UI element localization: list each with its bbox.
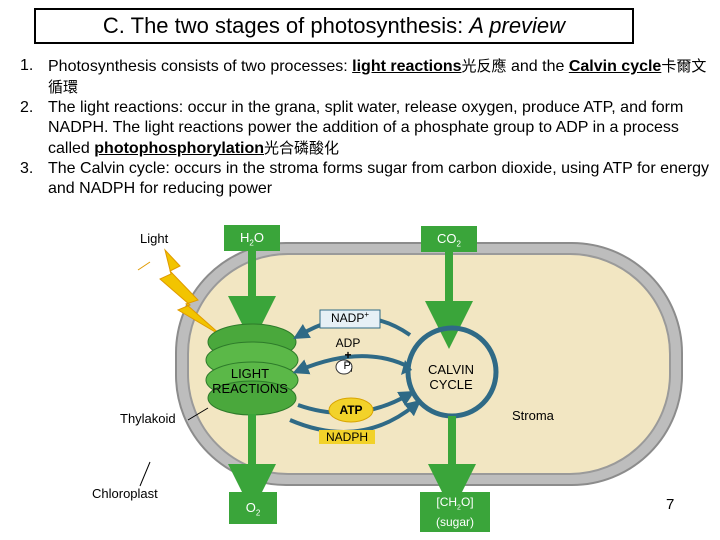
- h2o-label: H2O: [226, 230, 278, 248]
- pi-label: Pi: [336, 360, 360, 374]
- thylakoid-label: Thylakoid: [120, 411, 176, 426]
- sugar-label: [CH2O] (sugar): [420, 495, 490, 530]
- light-label: Light: [140, 231, 168, 246]
- o2-label: O2: [229, 500, 277, 518]
- slide-number: 7: [666, 496, 674, 513]
- co2-label: CO2: [423, 231, 475, 249]
- chloroplast-pointer: [140, 462, 150, 486]
- chloroplast-label: Chloroplast: [92, 486, 158, 501]
- nadph-label: NADPH: [319, 430, 375, 444]
- stroma-label: Stroma: [512, 408, 554, 423]
- nadp-plus-label: NADP+: [321, 310, 379, 325]
- atp-label: ATP: [331, 403, 371, 417]
